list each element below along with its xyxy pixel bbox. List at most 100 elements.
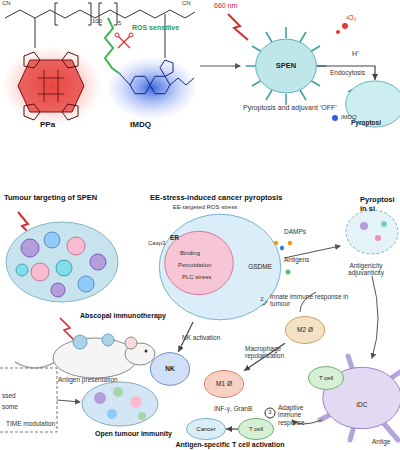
imdq-molecule — [150, 76, 170, 93]
species-label: ¹O₂ — [346, 14, 376, 22]
pyroptotic-cell — [280, 246, 284, 250]
protein-label: Casp3 — [148, 240, 178, 247]
annotation: Adaptive immune response — [278, 404, 328, 426]
annotation: Pyroptosis and adjuvant ‘OFF’ — [240, 104, 340, 112]
pyroptotic-cell — [346, 210, 398, 254]
ros-sensitive-linker — [118, 36, 130, 48]
tumour-mass — [56, 260, 72, 276]
panel-heading: Open tumour immunity — [95, 430, 185, 438]
polymer-backbone — [114, 3, 117, 25]
pyroptotic-cell — [286, 270, 291, 275]
nanoparticle-strands — [266, 32, 272, 42]
endoplasmic-reticulum-body — [165, 231, 234, 294]
t-cell: T cell — [238, 418, 274, 440]
annotation: NK activation — [182, 334, 242, 341]
annotation: DAMPs — [284, 228, 319, 235]
tumour-mass — [31, 263, 49, 281]
open-tumour — [138, 412, 146, 420]
step-number-circle — [265, 408, 275, 418]
ppa-porphyrin — [24, 104, 40, 120]
process-label: PLC stress — [182, 274, 227, 281]
connector-arrow — [244, 343, 285, 370]
open-tumour — [94, 392, 106, 404]
nanoparticle-strands — [300, 90, 306, 100]
nanoparticle-strands — [300, 32, 306, 42]
annotation: Antige — [372, 438, 400, 445]
node-label: T cell — [319, 375, 333, 382]
molecule-name: IMDQ — [341, 114, 371, 121]
ppa-porphyrin — [38, 70, 64, 102]
mouse-model — [15, 334, 155, 378]
open-tumour — [130, 396, 142, 408]
node-label: iDC — [357, 401, 368, 408]
imdq-molecule — [106, 56, 198, 120]
open-tumour — [113, 387, 123, 397]
mouse-model — [145, 350, 148, 353]
pyroptotic-cell — [360, 222, 368, 230]
nk-cell: NK — [150, 352, 190, 386]
subscript: 100 — [92, 18, 112, 25]
node-label: M1 Ø — [216, 380, 232, 387]
wavelength: 660 nm — [214, 2, 254, 10]
ppa-porphyrin — [62, 104, 78, 120]
nanoparticle-strands — [285, 94, 287, 105]
nanoparticle-strands — [342, 23, 348, 29]
pyroptotic-cell-body — [346, 81, 400, 127]
tumour-mass — [6, 222, 118, 302]
process-label: Binding — [180, 250, 215, 257]
callout-number: 3 — [265, 409, 275, 416]
pyroptotic-cell — [274, 210, 398, 358]
species-label: H⁺ — [352, 50, 372, 58]
t-cell: T cell — [308, 366, 344, 390]
tumour-mass — [90, 254, 106, 270]
polymer-backbone — [35, 18, 36, 48]
nanoparticle-strands — [266, 90, 272, 100]
pyroptotic-cell: Pyroptosi — [345, 80, 400, 128]
annotation: TIME modulation — [6, 420, 66, 427]
callout-number: 2 — [257, 296, 267, 303]
tumour-mass — [16, 264, 28, 276]
imdq-molecule — [160, 60, 173, 76]
annotation: ssed — [2, 392, 32, 399]
ppa-porphyrin — [2, 46, 102, 126]
mouse-model — [102, 334, 114, 346]
tumour-cell: GSDMEER — [158, 212, 282, 322]
node-label: GSDME — [248, 263, 272, 270]
open-tumour — [82, 382, 158, 426]
dendritic-cell: iDC T cell — [322, 366, 400, 430]
nanoparticle-body — [256, 39, 317, 93]
annotation: Innate immune response in tumour — [270, 293, 355, 308]
mouse-model — [125, 337, 137, 349]
polymer-backbone — [165, 14, 166, 58]
polymer-backbone — [55, 3, 58, 25]
annotation: Antigens — [284, 256, 324, 263]
open-tumour — [0, 368, 158, 432]
m1-macrophage-body — [204, 371, 243, 398]
annotation: ROS sensitive — [132, 24, 192, 32]
ros-sensitive-linker — [105, 18, 120, 74]
polymer-backbone — [5, 10, 195, 18]
atom-label: CN — [2, 0, 22, 7]
mouse-model — [53, 338, 137, 378]
ppa-porphyrin — [2, 46, 102, 126]
tumour-mass — [44, 232, 60, 248]
polymer-backbone — [88, 3, 91, 25]
molecule-name: IMDQ — [130, 120, 170, 129]
panel-heading: Tumour targeting of SPEN — [4, 194, 134, 203]
panel-heading: Antigen-specific T cell activation — [150, 441, 310, 449]
pyroptotic-cell — [375, 235, 381, 241]
ros-sensitive-linker — [118, 36, 130, 48]
connector-arrow — [178, 322, 193, 352]
atom-label: CN — [182, 0, 202, 7]
nanoparticle-strands — [285, 27, 287, 38]
subscript: 5 — [118, 20, 128, 27]
m2-macrophage-body — [285, 317, 324, 344]
tumour-mass — [67, 237, 85, 255]
open-tumour — [107, 409, 117, 419]
panel-heading: Abscopal immunotherapy — [80, 312, 180, 320]
ppa-porphyrin — [24, 52, 40, 68]
m1-macrophage: M1 Ø — [204, 370, 244, 398]
open-tumour — [57, 400, 80, 402]
nanoparticle: SPEN — [255, 38, 317, 94]
